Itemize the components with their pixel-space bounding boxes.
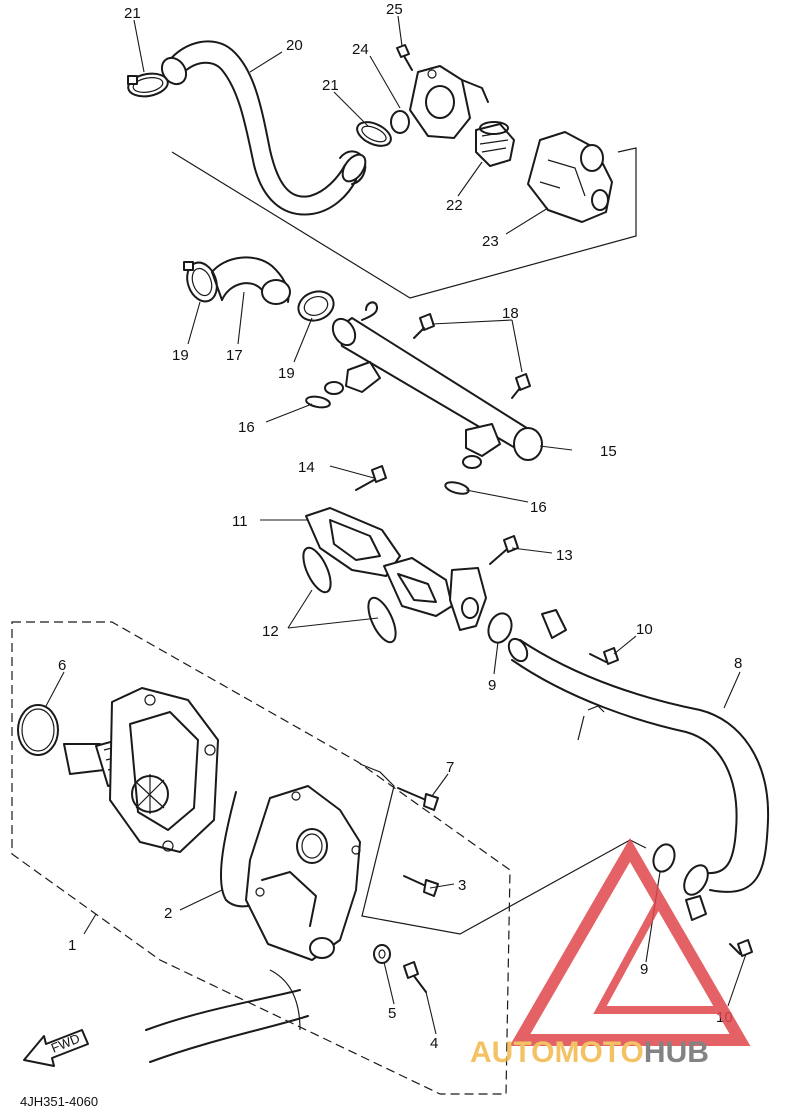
callout-14: 14: [298, 459, 315, 476]
hose-clamp-19-right: [297, 290, 335, 322]
callout-16-right: 16: [530, 499, 547, 516]
bolt-10-lower: [729, 939, 753, 957]
callout-9-upper: 9: [488, 677, 496, 694]
callout-6: 6: [58, 657, 66, 674]
o-ring-16-left: [305, 395, 331, 409]
figure-code: 4JH351-4060: [20, 1094, 98, 1109]
callout-8: 8: [734, 655, 742, 672]
bolt-4: [403, 961, 427, 993]
coolant-hose-20: [160, 40, 367, 216]
callout-18: 17: [226, 347, 243, 364]
group-bracket-upper: [171, 147, 637, 299]
callout-13: 13: [556, 547, 573, 564]
bolt-7: [397, 787, 439, 811]
hose-clamp-19-left: [183, 261, 218, 303]
svg-text:AUTOMOTOHUB: AUTOMOTOHUB: [470, 1036, 709, 1069]
hose-clamp-21-left: [127, 72, 169, 98]
callout-3: 3: [458, 877, 466, 894]
bolt-17-lower: [511, 373, 531, 399]
callout-7: 7: [446, 759, 454, 776]
callout-19-left: 19: [172, 347, 189, 364]
gasket-12-right: [367, 596, 397, 644]
leader-lines: [45, 15, 747, 1035]
thermostat-22: [475, 121, 515, 167]
pump-cover: [245, 785, 361, 961]
callout-21-top: 21: [124, 5, 141, 22]
callout-25: 25: [386, 1, 403, 18]
callout-12: 12: [262, 623, 279, 640]
callout-21-mid: 21: [322, 77, 339, 94]
watermark-moto: MOTO: [554, 1036, 643, 1069]
callout-4: 4: [430, 1035, 438, 1052]
hose-clamp-21-right: [356, 121, 392, 147]
bolt-14: [355, 465, 387, 491]
o-ring-6: [17, 704, 59, 756]
watermark-triangle-logo-icon: [509, 838, 751, 1046]
water-pump-body: [109, 687, 219, 853]
pipe-11: [305, 507, 487, 631]
watermark-hub: HUB: [644, 1036, 709, 1069]
hose-18: [211, 256, 291, 305]
thermostat-housing-23: [527, 131, 613, 223]
watermark-auto: AUTO: [470, 1036, 554, 1069]
callout-11: 11: [232, 513, 248, 530]
callout-23: 23: [482, 233, 499, 250]
bolt-13: [489, 535, 519, 565]
callout-22: 22: [446, 197, 463, 214]
callout-10-upper: 10: [636, 621, 653, 638]
water-pipe-15: [324, 301, 543, 469]
callout-16-left: 16: [238, 419, 255, 436]
bolt-10-upper: [589, 647, 619, 665]
washer-5: [373, 944, 391, 964]
thermostat-housing-cover-24: [390, 65, 489, 139]
bolt-25: [396, 44, 413, 71]
water-pump-group-boundary: [11, 621, 511, 1095]
bolt-17-upper: [413, 313, 435, 339]
fwd-arrow-icon: FWD: [23, 1029, 89, 1067]
o-ring-9-lower: [652, 843, 676, 873]
callout-24: 24: [352, 41, 369, 58]
callout-1: 1: [68, 937, 76, 954]
callout-labels: 21 25 20 24 21 22 23 18 19 17 19 16 15 1…: [58, 1, 742, 1052]
callout-15: 15: [600, 443, 617, 460]
hose-8: [507, 609, 770, 921]
callout-20: 20: [286, 37, 303, 54]
automotohub-watermark: AUTOMOTOHUB: [470, 838, 751, 1069]
bolt-3: [403, 875, 439, 897]
callout-2: 2: [164, 905, 172, 922]
o-ring-16-right: [444, 481, 470, 495]
lower-hose: [145, 969, 309, 1063]
callout-17: 18: [502, 305, 519, 322]
callout-5: 5: [388, 1005, 396, 1022]
callout-9-lower: 9: [640, 961, 648, 978]
gasket-12-left: [302, 546, 332, 594]
callout-19-right: 19: [278, 365, 295, 382]
o-ring-9-upper: [487, 612, 513, 644]
